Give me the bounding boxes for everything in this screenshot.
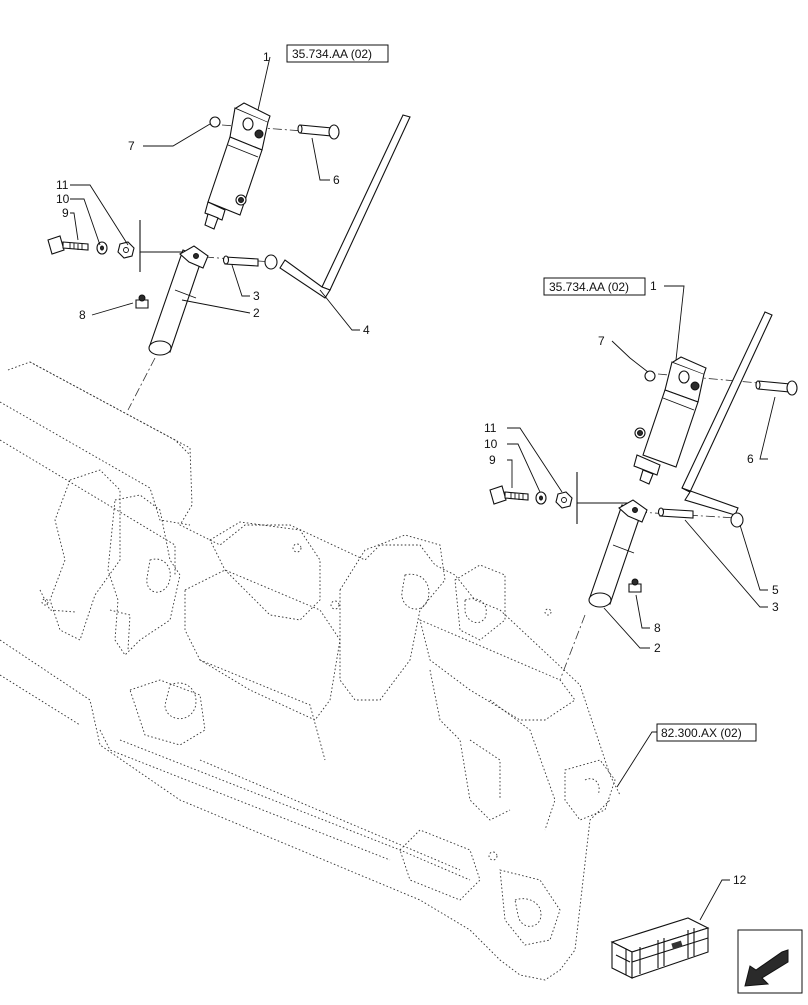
bolt bbox=[47, 235, 89, 255]
body bbox=[148, 245, 209, 356]
callout-8: 8 bbox=[654, 621, 661, 635]
body bbox=[588, 499, 648, 608]
washer-hole bbox=[100, 245, 104, 251]
callout-11: 11 bbox=[484, 421, 497, 435]
reference-label[interactable]: 35.734.AA (02) bbox=[292, 47, 372, 61]
callout-10: 10 bbox=[56, 192, 70, 206]
callout-3: 3 bbox=[772, 600, 779, 614]
boom-frame bbox=[0, 361, 621, 981]
callout-2: 2 bbox=[253, 306, 260, 320]
callout-1: 1 bbox=[263, 50, 270, 64]
callout-4: 4 bbox=[363, 323, 370, 337]
callout-1: 1 bbox=[650, 279, 657, 293]
washer-hole bbox=[539, 495, 543, 501]
hydraulic-cylinder bbox=[204, 102, 271, 230]
pin bbox=[657, 507, 694, 519]
reference-link-frame[interactable]: 82.300.AX (02) bbox=[656, 723, 757, 742]
callout-10: 10 bbox=[484, 437, 498, 451]
pin bbox=[297, 124, 340, 140]
nut bbox=[117, 241, 135, 259]
callout-9: 9 bbox=[489, 453, 496, 467]
arrow-icon[interactable] bbox=[737, 929, 803, 994]
reference-link-left[interactable]: 35.734.AA (02) bbox=[286, 44, 389, 63]
reference-link-right[interactable]: 35.734.AA (02) bbox=[543, 277, 646, 296]
circlip bbox=[644, 370, 656, 382]
callout-3: 3 bbox=[253, 289, 260, 303]
grease-fitting bbox=[135, 294, 149, 309]
pin bbox=[755, 380, 798, 396]
crate-icon bbox=[610, 917, 710, 979]
callout-6: 6 bbox=[747, 452, 754, 466]
lever bbox=[264, 114, 411, 299]
callout-6: 6 bbox=[333, 173, 340, 187]
callout-5: 5 bbox=[772, 583, 779, 597]
callout-9: 9 bbox=[62, 206, 69, 220]
hydraulic-cylinder bbox=[633, 356, 707, 485]
reference-label[interactable]: 35.734.AA (02) bbox=[549, 280, 629, 294]
circlip bbox=[209, 116, 221, 128]
callout-12: 12 bbox=[733, 873, 747, 887]
callout-7: 7 bbox=[598, 334, 605, 348]
callout-labels: 1 7 6 11 10 9 3 8 2 4 1 7 11 10 9 6 5 3 … bbox=[56, 50, 779, 887]
bolt bbox=[489, 485, 529, 505]
right-assembly bbox=[489, 285, 798, 649]
reference-label[interactable]: 82.300.AX (02) bbox=[661, 726, 742, 740]
callout-2: 2 bbox=[654, 641, 661, 655]
pin bbox=[222, 255, 259, 267]
grease-fitting bbox=[628, 578, 642, 593]
nut bbox=[555, 491, 573, 509]
callout-11: 11 bbox=[56, 178, 69, 192]
lever bbox=[681, 311, 773, 528]
callout-8: 8 bbox=[79, 308, 86, 322]
left-assembly bbox=[47, 56, 411, 356]
callout-7: 7 bbox=[128, 139, 135, 153]
